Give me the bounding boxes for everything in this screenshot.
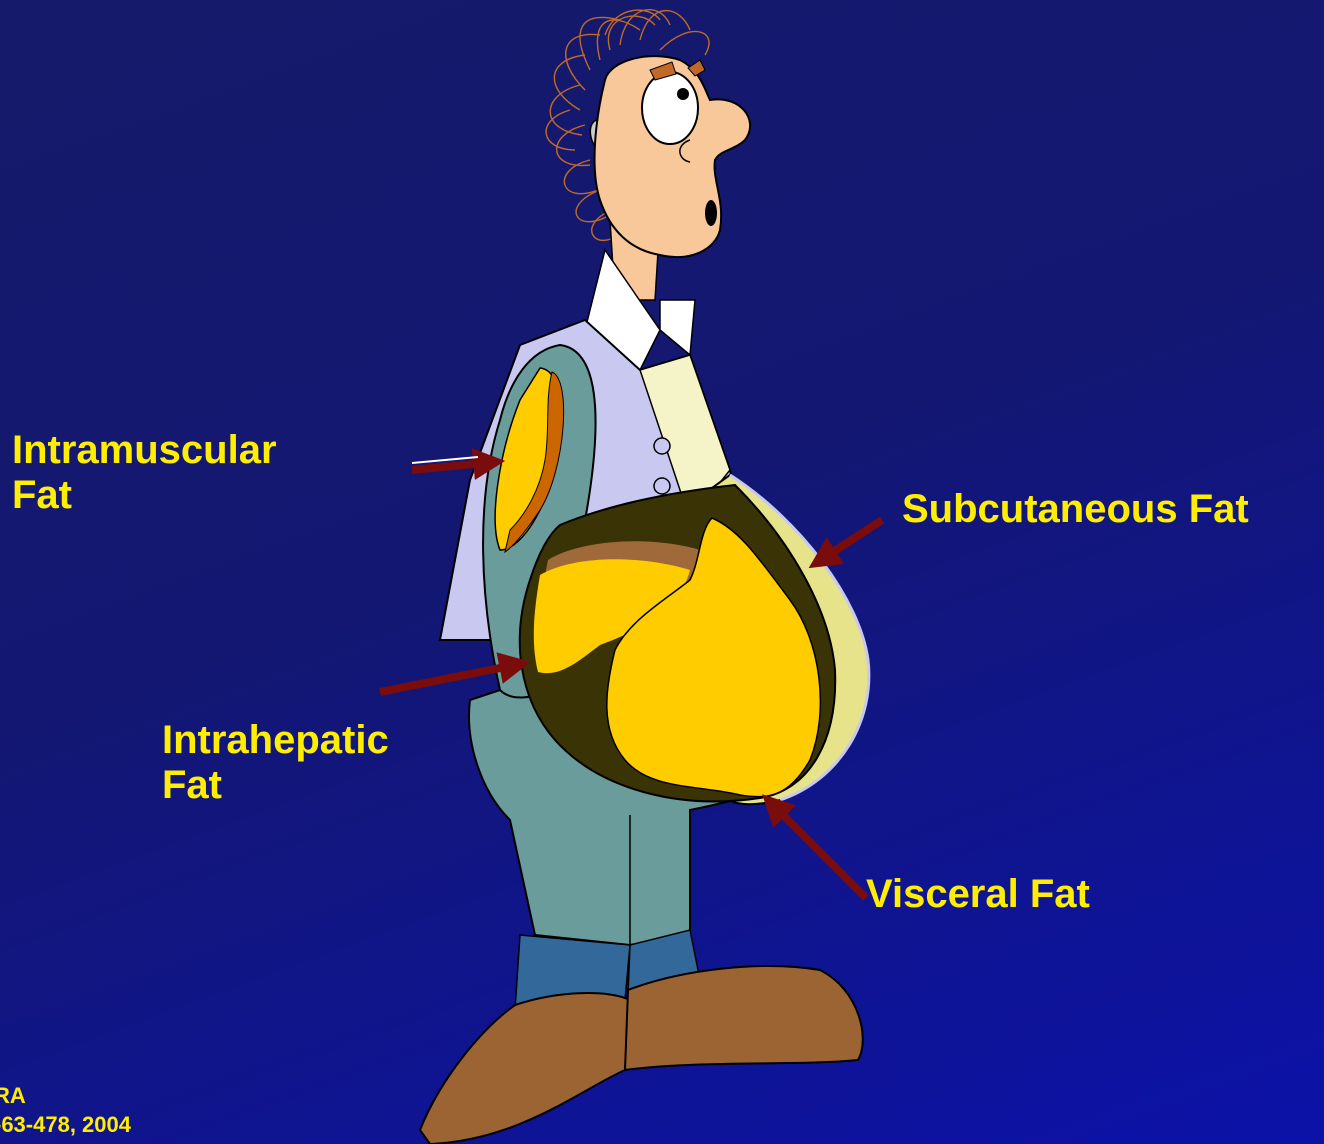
intramuscular-fat-label: Intramuscular Fat [12,428,277,518]
visceral-fat-label: Visceral Fat [866,872,1090,917]
intrahepatic-label-line1: Intrahepatic [162,718,389,763]
shirt-button [654,438,670,454]
shirt-button-2 [654,478,670,494]
mouth [705,200,717,226]
subcutaneous-fat-label: Subcutaneous Fat [902,487,1249,532]
intrahepatic-fat-label: Intrahepatic Fat [162,718,389,808]
intrahepatic-label-line2: Fat [162,763,389,808]
citation: RA -63-478, 2004 [0,1082,131,1139]
intramuscular-label-line2: Fat [12,473,277,518]
citation-line1: RA [0,1082,131,1111]
intramuscular-label-line1: Intramuscular [12,428,277,473]
shoe-left [420,993,630,1144]
citation-line2: -63-478, 2004 [0,1111,131,1140]
arrow-subcutaneous [818,520,882,562]
pupil [677,88,689,100]
eye [642,72,698,144]
arrow-visceral [770,802,866,898]
shirt-collar-right [660,300,695,355]
shoe-right [625,966,863,1070]
